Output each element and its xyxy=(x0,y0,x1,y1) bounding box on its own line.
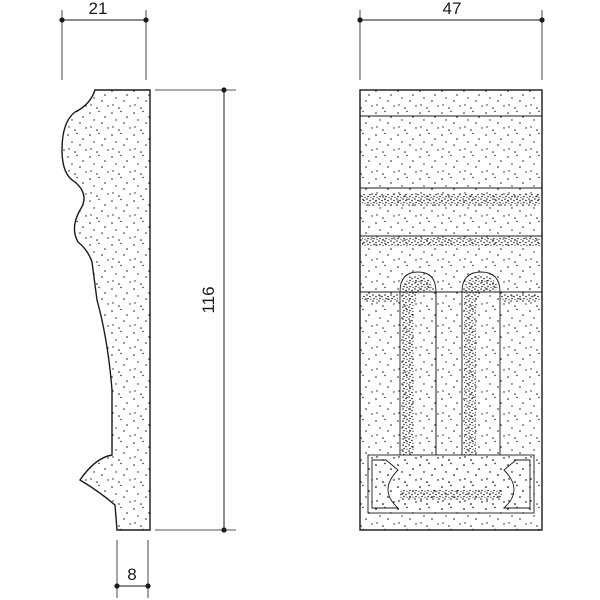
base-right-corner xyxy=(502,459,531,509)
dimension-profile-width: 21 xyxy=(59,0,149,80)
front-band-1 xyxy=(362,194,540,206)
left-arch-slot xyxy=(399,271,437,455)
dimension-base-depth: 8 xyxy=(114,540,151,598)
front-width-label: 47 xyxy=(443,0,462,18)
side-profile-view xyxy=(61,89,151,531)
height-label: 116 xyxy=(199,286,218,313)
base-plinth-speckle xyxy=(368,455,534,513)
front-band-3 xyxy=(362,294,398,302)
front-band-4 xyxy=(500,294,540,302)
base-bottom-shade xyxy=(400,490,502,500)
front-band-2 xyxy=(362,238,540,246)
right-arch-shade xyxy=(464,275,498,455)
base-left-corner xyxy=(371,459,400,509)
left-arch-shade xyxy=(402,275,434,455)
front-view xyxy=(359,89,543,531)
right-arch-slot xyxy=(461,271,501,455)
dimension-front-width: 47 xyxy=(357,0,545,80)
base-depth-label: 8 xyxy=(127,565,136,584)
profile-width-label: 21 xyxy=(89,0,108,18)
profile-speckle xyxy=(62,90,150,530)
dimension-height: 116 xyxy=(155,87,236,533)
